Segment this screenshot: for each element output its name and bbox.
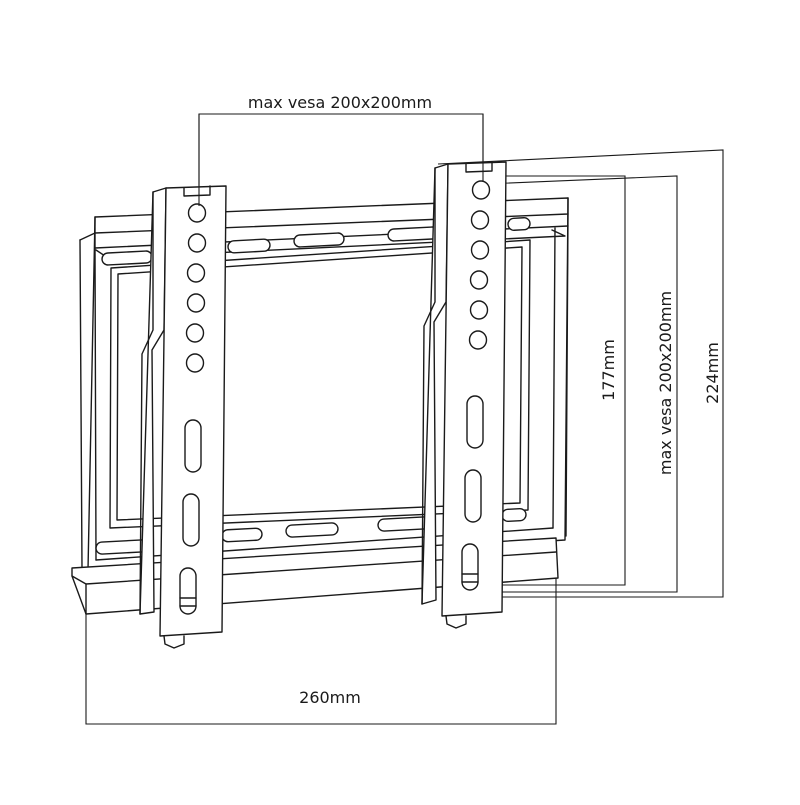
arm-hole [186, 293, 206, 313]
wall-plate-window-inner [116, 246, 523, 521]
right-arm-flange-edge [421, 167, 436, 605]
arm-hole [470, 240, 490, 260]
left-arm [139, 185, 227, 649]
arm-slot [466, 395, 484, 449]
left-arm-flange-edge [139, 191, 154, 615]
dimension-lines-front [198, 114, 484, 206]
plate-slot [387, 226, 439, 242]
plate-slot [507, 217, 531, 231]
arm-hole [469, 270, 489, 290]
plate-slot [227, 238, 271, 254]
bracket-height-dimension-line [490, 175, 626, 586]
arm-slot [461, 543, 479, 591]
top-rail [95, 229, 566, 259]
arm-slot [179, 567, 197, 615]
right-side-inner [552, 227, 556, 529]
right-arm [421, 161, 507, 629]
left-arm-foot [163, 635, 185, 649]
arm-hole [469, 300, 489, 320]
arm-slot [182, 493, 200, 547]
plate-slot [221, 527, 263, 543]
arm-hole [186, 263, 206, 283]
left-side-inner [94, 247, 97, 561]
bracket-height-label: 177mm [599, 339, 618, 401]
wall-plate-window [109, 239, 531, 529]
total-height-dimension-line [437, 149, 724, 598]
arm-slot [184, 419, 202, 473]
left-arm-top-notch [183, 185, 211, 197]
arm-hole [470, 210, 490, 230]
arm-hole [187, 203, 207, 223]
arm-hole [187, 233, 207, 253]
right-arm-face [441, 161, 507, 617]
bottom-ledge-fold [71, 575, 87, 615]
right-arm-top-notch [465, 161, 493, 173]
plate-slot [501, 507, 527, 523]
width-dimension-line [85, 540, 557, 725]
plate-slot [285, 522, 339, 538]
dimension-labels: max vesa 200x200mm 177mm max vesa 200x20… [248, 93, 722, 707]
total-height-label: 224mm [703, 342, 722, 404]
top-vesa-label: max vesa 200x200mm [248, 93, 432, 112]
side-vesa-dimension-line [480, 175, 678, 593]
arm-hole [185, 323, 205, 343]
right-arm-foot [445, 615, 467, 629]
arm-hole [185, 353, 205, 373]
side-vesa-label: max vesa 200x200mm [656, 291, 675, 475]
top-flange [94, 197, 569, 234]
arm-slot [464, 469, 482, 523]
arm-hole [468, 330, 488, 350]
width-label: 260mm [299, 688, 361, 707]
right-side-edge [565, 213, 569, 537]
plate-slot [293, 232, 345, 248]
arm-hole [471, 180, 491, 200]
left-arm-face [159, 185, 227, 637]
plate-slot [101, 250, 153, 266]
